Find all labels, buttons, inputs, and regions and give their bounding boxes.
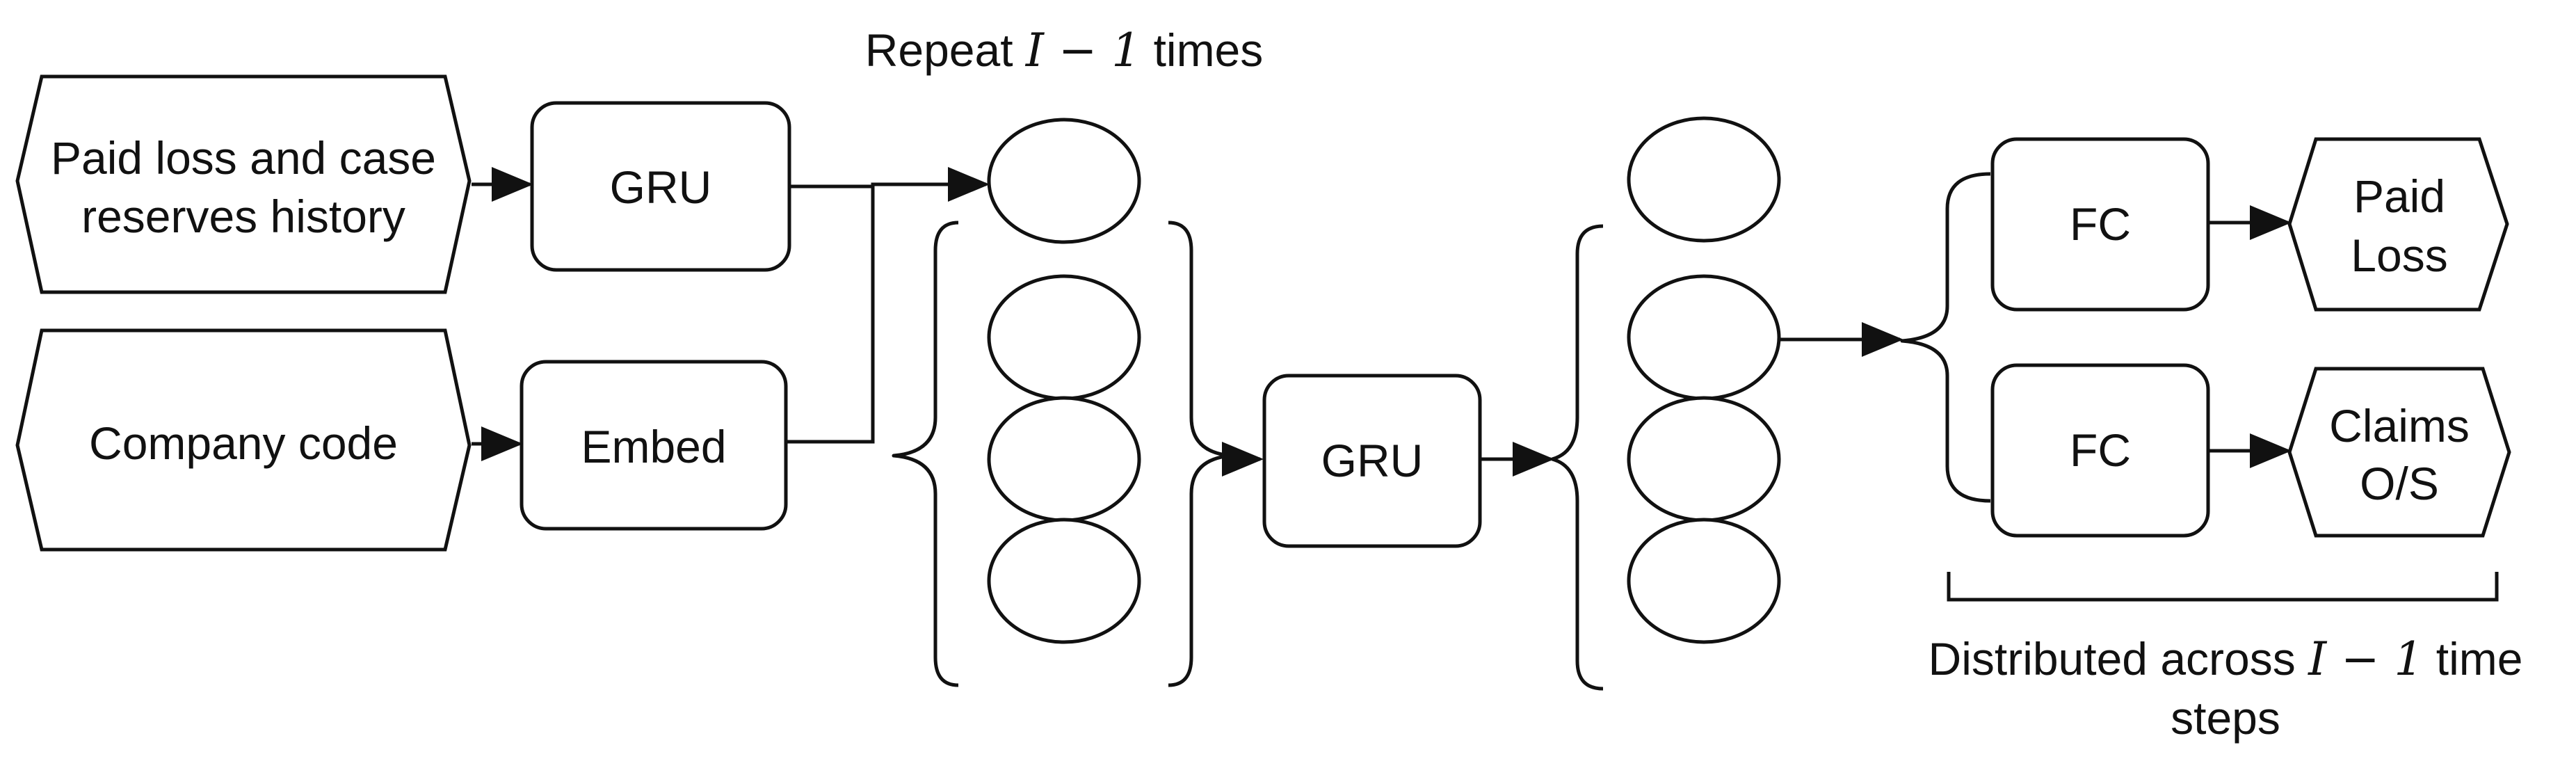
output-node [1627, 116, 1781, 243]
fc-claims-block: FC [1990, 363, 2210, 538]
paid-loss-output: Paid Loss [2287, 137, 2509, 312]
distributed-suffix: time [2423, 633, 2522, 685]
repeat-node [987, 396, 1141, 522]
paid-loss-label-line2: Loss [2351, 230, 2447, 281]
output-node [1627, 274, 1781, 401]
fc-claims-label: FC [2070, 424, 2131, 476]
repeat-math: I − 1 [1025, 24, 1141, 77]
fc-branch-brace [1900, 172, 1991, 503]
repeat-annotation: Repeat I − 1 times [865, 24, 1264, 77]
paid-loss-history-label-line1: Paid loss and case [51, 132, 436, 184]
repeat-node-stack [987, 118, 1141, 644]
embed-block: Embed [520, 360, 788, 531]
company-code-input: Company code [15, 328, 472, 552]
gru-middle-block: GRU [1262, 374, 1482, 548]
distributed-annotation-line2: steps [2171, 692, 2280, 744]
output-node [1627, 518, 1781, 644]
embed-label: Embed [581, 421, 726, 472]
edge-embed-merge [786, 186, 875, 444]
gru-input-label: GRU [610, 161, 712, 213]
output-node-stack [1627, 116, 1781, 644]
paid-loss-history-input: Paid loss and case reserves history [15, 74, 472, 294]
repeat-left-brace [892, 221, 959, 687]
paid-loss-history-label-line2: reserves history [81, 191, 405, 242]
gru-input-block: GRU [530, 101, 791, 272]
distributed-annotation: Distributed across I − 1 time [1929, 632, 2523, 686]
fc-paid-label: FC [2070, 198, 2131, 250]
repeat-prefix: Repeat [865, 24, 1026, 76]
repeat-node [987, 118, 1141, 244]
repeat-node [987, 518, 1141, 644]
output-left-brace [1550, 224, 1604, 691]
output-node [1627, 396, 1781, 522]
company-code-label: Company code [89, 417, 398, 469]
distributed-prefix: Distributed across [1929, 633, 2309, 685]
claims-os-label-line1: Claims [2329, 400, 2470, 451]
paid-loss-label-line1: Paid [2353, 170, 2445, 222]
claims-os-label-line2: O/S [2360, 458, 2439, 509]
edge-gru-to-stack [789, 167, 990, 202]
repeat-suffix: times [1141, 24, 1263, 76]
fc-paid-block: FC [1990, 137, 2210, 312]
repeat-node [987, 274, 1141, 401]
distributed-math: I − 1 [2308, 632, 2423, 686]
claims-os-output: Claims O/S [2287, 367, 2511, 538]
repeat-right-brace [1168, 221, 1233, 687]
gru-middle-label: GRU [1321, 435, 1424, 486]
distributed-bracket [1947, 572, 2499, 602]
